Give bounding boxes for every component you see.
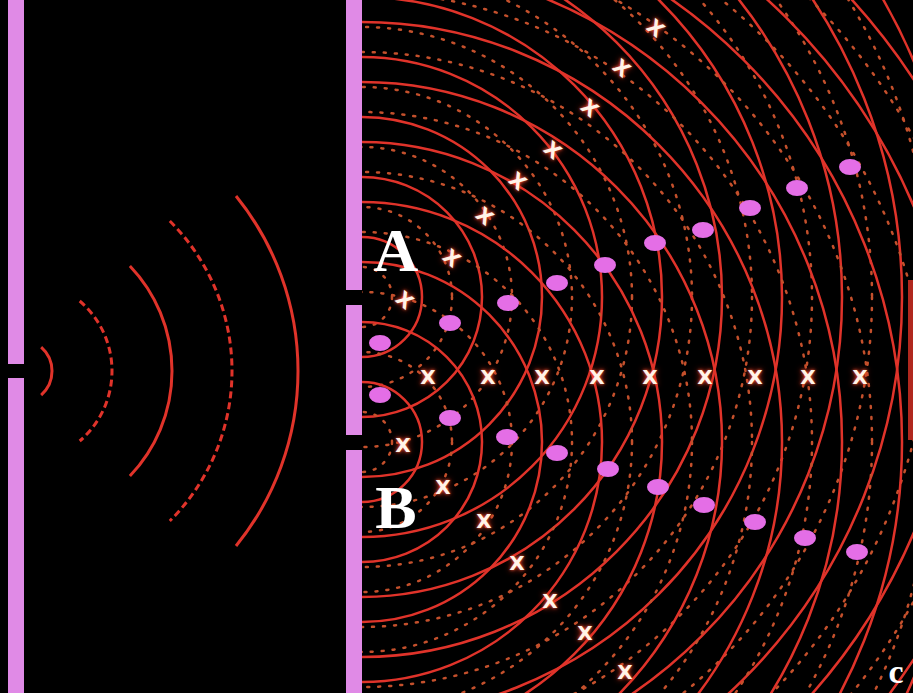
antinode-dot <box>369 335 391 351</box>
node-mark: X <box>480 367 495 387</box>
slit-label: A <box>374 219 419 281</box>
antinode-dot <box>786 180 808 196</box>
node-mark: X <box>852 367 867 387</box>
node-mark: X <box>435 477 450 497</box>
wave-crest <box>362 82 722 693</box>
wave-crest <box>362 0 913 693</box>
node-mark: X <box>697 367 712 387</box>
wave-trough <box>362 207 452 387</box>
antinode-dot <box>644 235 666 251</box>
barrier <box>346 450 362 693</box>
screen-edge <box>908 280 913 440</box>
wave-trough <box>362 0 812 693</box>
antinode-dot <box>846 544 868 560</box>
incident-wavefronts <box>41 196 298 546</box>
node-mark: X <box>440 245 465 270</box>
node-mark: X <box>577 623 592 643</box>
barrier <box>346 0 362 290</box>
antinode-dots <box>369 159 868 560</box>
antinode-dot <box>647 479 669 495</box>
wave-trough <box>362 232 572 652</box>
interfering-wavefronts <box>362 0 913 693</box>
antinode-dot <box>794 530 816 546</box>
wave-crest <box>362 0 842 693</box>
wave-trough <box>362 0 872 693</box>
wave-trough <box>362 0 872 693</box>
wave-trough <box>362 112 692 693</box>
antinode-dot <box>739 200 761 216</box>
wave-crest <box>362 117 542 477</box>
antinode-dot <box>546 275 568 291</box>
wave-crest <box>362 57 602 537</box>
node-mark: X <box>589 367 604 387</box>
antinode-dot <box>744 514 766 530</box>
node-mark: X <box>747 367 762 387</box>
node-mark: X <box>610 55 635 80</box>
wave-crest <box>362 322 482 562</box>
node-mark: X <box>800 367 815 387</box>
barrier <box>8 0 24 364</box>
node-mark: X <box>578 95 603 120</box>
barrier <box>8 378 24 693</box>
wave-trough <box>362 292 512 592</box>
antinode-dot <box>497 295 519 311</box>
wave-trough <box>362 0 913 693</box>
antinode-dot <box>839 159 861 175</box>
wave-trough <box>80 301 112 441</box>
wave-crest <box>41 347 52 395</box>
wave-crest <box>362 0 913 693</box>
wave-crest <box>236 196 298 546</box>
wave-crest <box>362 0 902 693</box>
antinode-dot <box>693 497 715 513</box>
wave-trough <box>362 0 913 693</box>
antinode-dot <box>439 315 461 331</box>
wave-trough <box>170 221 232 521</box>
node-mark: X <box>473 203 498 228</box>
wave-crest <box>362 202 602 682</box>
wave-crest <box>362 0 782 693</box>
antinode-dot <box>439 410 461 426</box>
barrier <box>346 305 362 435</box>
node-mark: X <box>534 367 549 387</box>
wave-crest <box>362 0 902 693</box>
node-mark: X <box>509 553 524 573</box>
node-mark: X <box>476 511 491 531</box>
antinode-dot <box>597 461 619 477</box>
node-mark: X <box>542 591 557 611</box>
wave-crest <box>362 0 913 693</box>
antinode-dot <box>594 257 616 273</box>
antinode-dot <box>692 222 714 238</box>
node-mark: X <box>420 367 435 387</box>
wave-crest <box>130 266 172 476</box>
wave-trough <box>362 0 913 693</box>
wave-trough <box>362 52 752 693</box>
watermark: c <box>888 655 903 689</box>
wave-trough <box>362 147 512 447</box>
slit-label: B <box>375 476 416 538</box>
node-mark: X <box>617 662 632 682</box>
wave-crest <box>362 0 913 693</box>
antinode-dot <box>496 429 518 445</box>
wave-crest <box>362 0 662 597</box>
wave-trough <box>362 0 812 693</box>
wave-crest <box>362 262 542 622</box>
wave-trough <box>362 172 632 693</box>
antinode-dot <box>546 445 568 461</box>
wave-trough <box>362 0 913 693</box>
node-mark: X <box>395 435 410 455</box>
wave-trough <box>362 412 392 472</box>
node-mark: X <box>642 367 657 387</box>
wave-trough <box>362 0 692 627</box>
wave-crest <box>362 142 662 693</box>
node-mark: X <box>393 287 418 312</box>
wave-crest <box>362 0 722 657</box>
antinode-dot <box>369 387 391 403</box>
